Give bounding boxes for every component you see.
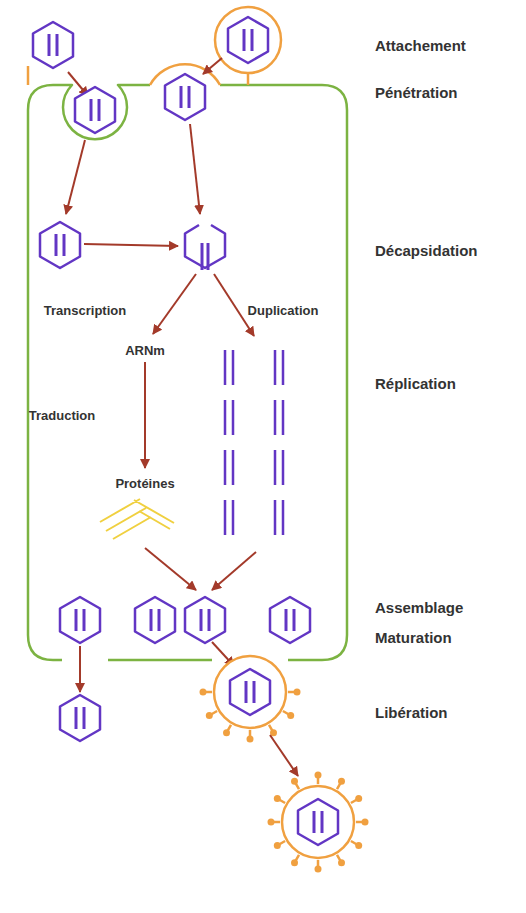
stage-label: Maturation (375, 629, 452, 646)
capsid (60, 695, 100, 741)
capsid (270, 597, 310, 643)
stage-label: Pénétration (375, 84, 458, 101)
cell-membrane (28, 85, 347, 660)
arrow (153, 274, 196, 334)
capsid (165, 74, 205, 120)
viral-envelope (282, 786, 354, 858)
capsid (230, 669, 270, 715)
process-label: Duplication (248, 303, 319, 318)
capsid (185, 597, 225, 643)
stage-label: Libération (375, 704, 448, 721)
receptor (27, 66, 30, 85)
arrow (145, 548, 196, 590)
viral-genome-copies (225, 350, 283, 535)
process-label: Traduction (29, 408, 95, 423)
capsid (60, 597, 100, 643)
capsid (228, 17, 268, 63)
capsid (75, 87, 115, 133)
process-label: Protéines (115, 476, 174, 491)
arrow (84, 244, 178, 246)
capsid (33, 22, 73, 68)
arrow (79, 646, 81, 692)
arrow (203, 58, 222, 74)
opening-capsid (185, 225, 225, 270)
arrow (144, 362, 146, 468)
stage-label: Attachement (375, 37, 466, 54)
capsid (40, 222, 80, 268)
stage-label: Réplication (375, 375, 456, 392)
capsid (135, 597, 175, 643)
arrow (66, 140, 85, 214)
capsid (298, 799, 338, 845)
process-label: ARNm (125, 343, 165, 358)
stage-label: Assemblage (375, 599, 463, 616)
arrow (270, 735, 298, 776)
arrow (212, 552, 256, 590)
process-label: Transcription (44, 303, 126, 318)
arrow (190, 124, 200, 214)
stage-label: Décapsidation (375, 242, 478, 259)
viral-envelope (215, 7, 281, 73)
viral-proteins (100, 499, 174, 539)
budding-envelope (214, 656, 286, 728)
receptor (247, 73, 250, 85)
